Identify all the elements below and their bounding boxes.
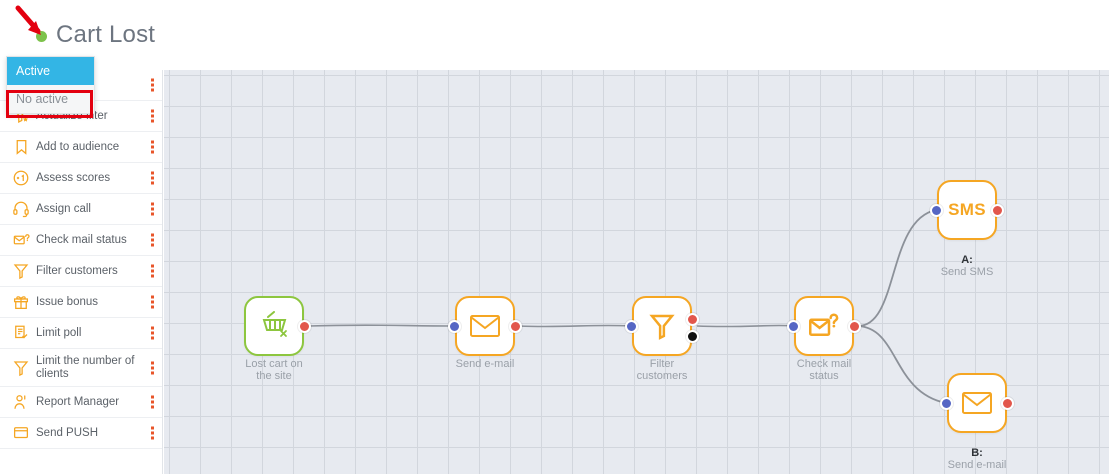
node-output-port[interactable]	[298, 320, 311, 333]
node-output-port[interactable]	[1001, 397, 1014, 410]
sidebar-item-label: Issue bonus	[36, 295, 99, 308]
kebab-icon[interactable]	[150, 233, 154, 247]
kebab-icon[interactable]	[150, 426, 154, 440]
sidebar-item-issue-bonus[interactable]: Issue bonus	[0, 287, 162, 318]
sidebar-item-report-manager[interactable]: Report Manager	[0, 387, 162, 418]
node-send-email-b[interactable]: B: Send e-mail	[940, 373, 1014, 471]
node-input-port[interactable]	[787, 320, 800, 333]
sidebar-item-label: Check mail status	[36, 233, 127, 246]
kebab-icon[interactable]	[150, 395, 154, 409]
node-box[interactable]	[244, 296, 304, 356]
branch-label-a: A:	[961, 254, 973, 266]
plus-one-circle-icon	[8, 167, 34, 189]
funnel-icon	[8, 260, 34, 282]
kebab-icon[interactable]	[150, 140, 154, 154]
node-input-port[interactable]	[448, 320, 461, 333]
sidebar-item-label: Report Manager	[36, 395, 120, 408]
envelope-question-icon	[8, 229, 34, 251]
status-dot[interactable]	[36, 31, 47, 42]
sidebar-item-label: Send PUSH	[36, 426, 99, 439]
sidebar-item-label: Assess scores	[36, 171, 111, 184]
sidebar: A/B test Actualize filter Add to audienc…	[0, 70, 163, 474]
sidebar-item-label: Assign call	[36, 202, 91, 215]
push-icon	[8, 422, 34, 444]
node-send-sms[interactable]: SMS A: Send SMS	[930, 180, 1004, 278]
node-lost-cart[interactable]: Lost cart on the site	[244, 296, 311, 382]
node-caption: Send e-mail	[455, 358, 515, 370]
node-box[interactable]	[947, 373, 1007, 433]
kebab-icon[interactable]	[150, 171, 154, 185]
funnel-icon	[8, 357, 34, 379]
page-title: Cart Lost	[56, 21, 156, 48]
kebab-icon[interactable]	[150, 202, 154, 216]
kebab-icon[interactable]	[150, 295, 154, 309]
node-box[interactable]	[455, 296, 515, 356]
sidebar-item-label: Limit the number of clients	[36, 355, 135, 380]
sidebar-item-label: Add to audience	[36, 140, 120, 153]
gift-icon	[8, 291, 34, 313]
node-caption: Check mail status	[796, 358, 852, 382]
sidebar-item-check-mail-status[interactable]: Check mail status	[0, 225, 162, 256]
person-icon	[8, 391, 34, 413]
app-header: Cart Lost	[0, 0, 1109, 70]
kebab-icon[interactable]	[150, 78, 154, 92]
node-filter-customers[interactable]: Filter customers	[625, 296, 699, 382]
node-caption: B: Send e-mail	[918, 435, 1036, 471]
sidebar-item-limit-number-of-clients[interactable]: Limit the number of clients	[0, 349, 162, 387]
node-caption-text: Send SMS	[940, 266, 994, 278]
kebab-icon[interactable]	[150, 264, 154, 278]
branch-label-b: B:	[971, 447, 983, 459]
sidebar-item-assign-call[interactable]: Assign call	[0, 194, 162, 225]
node-check-mail-status[interactable]: Check mail status	[787, 296, 861, 382]
sidebar-item-label: Limit poll	[36, 326, 82, 339]
node-output-port[interactable]	[509, 320, 522, 333]
kebab-icon[interactable]	[150, 326, 154, 340]
node-caption: Filter customers	[636, 358, 688, 382]
node-output-port-true[interactable]	[686, 313, 699, 326]
sidebar-item-add-to-audience[interactable]: Add to audience	[0, 132, 162, 163]
connector-edges	[308, 209, 947, 404]
dropdown-option-active[interactable]: Active	[7, 57, 94, 85]
sidebar-item-send-push[interactable]: Send PUSH	[0, 418, 162, 449]
dropdown-option-no-active[interactable]: No active	[7, 85, 94, 113]
kebab-icon[interactable]	[150, 361, 154, 374]
bookmark-icon	[8, 136, 34, 158]
headset-icon	[8, 198, 34, 220]
sidebar-item-limit-poll[interactable]: Limit poll	[0, 318, 162, 349]
status-dropdown[interactable]: Active No active	[6, 56, 95, 114]
sidebar-item-label: Filter customers	[36, 264, 118, 277]
sidebar-item-filter-customers[interactable]: Filter customers	[0, 256, 162, 287]
node-input-port[interactable]	[625, 320, 638, 333]
node-output-port[interactable]	[991, 204, 1004, 217]
node-box[interactable]: SMS	[937, 180, 997, 240]
kebab-icon[interactable]	[150, 109, 154, 123]
node-caption: Lost cart on the site	[245, 358, 303, 382]
node-box[interactable]	[632, 296, 692, 356]
node-caption-text: Send e-mail	[947, 459, 1007, 471]
workflow-canvas[interactable]: Lost cart on the site Send e-mail Filter…	[164, 70, 1109, 474]
sidebar-item-assess-scores[interactable]: Assess scores	[0, 163, 162, 194]
arrow-icon	[15, 5, 41, 35]
sms-text-icon: SMS	[948, 200, 986, 219]
node-output-port[interactable]	[848, 320, 861, 333]
node-input-port[interactable]	[930, 204, 943, 217]
node-output-port-false[interactable]	[686, 330, 699, 343]
node-input-port[interactable]	[940, 397, 953, 410]
node-send-email[interactable]: Send e-mail	[448, 296, 522, 370]
clipboard-check-icon	[8, 322, 34, 344]
node-box[interactable]	[794, 296, 854, 356]
node-caption: A: Send SMS	[908, 242, 1026, 278]
